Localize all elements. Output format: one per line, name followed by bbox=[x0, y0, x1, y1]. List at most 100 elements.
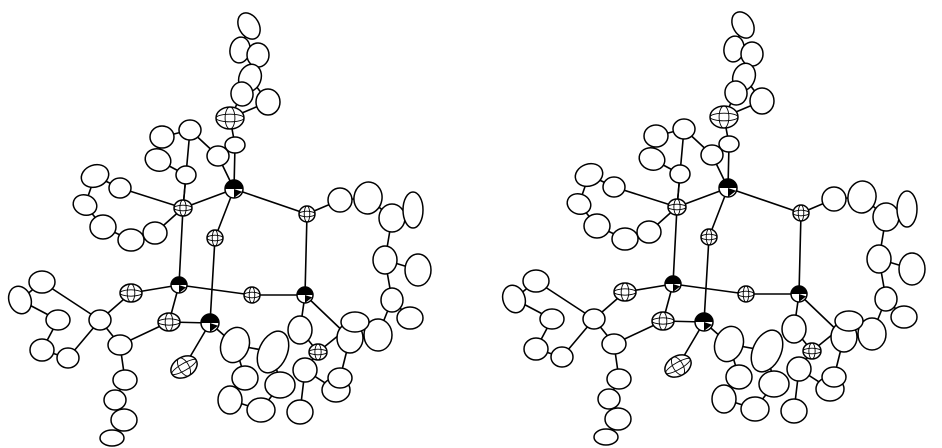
carbon-atom-ellipsoid bbox=[246, 397, 276, 423]
carbon-atom-ellipsoid bbox=[700, 144, 724, 166]
carbon-atom-ellipsoid bbox=[287, 315, 313, 345]
carbon-atom-ellipsoid bbox=[724, 80, 748, 106]
carbon-atom-ellipsoid bbox=[718, 135, 740, 153]
carbon-atom-ellipsoid bbox=[669, 164, 691, 184]
carbon-atom-ellipsoid bbox=[606, 368, 632, 390]
carbon-atom-ellipsoid bbox=[144, 147, 172, 173]
carbon-atom-ellipsoid bbox=[874, 286, 898, 312]
carbon-atom-ellipsoid bbox=[237, 12, 261, 40]
metal-atom-ellipsoid bbox=[296, 286, 314, 304]
carbon-atom-ellipsoid bbox=[110, 408, 138, 432]
carbon-atom-ellipsoid bbox=[601, 333, 627, 355]
carbon-atom-ellipsoid bbox=[539, 308, 565, 330]
bond bbox=[727, 187, 802, 214]
bond bbox=[672, 283, 747, 295]
carbon-atom-ellipsoid bbox=[636, 220, 662, 244]
carbon-atom-ellipsoid bbox=[501, 284, 527, 314]
carbon-atom-ellipsoid bbox=[230, 81, 254, 107]
heteroatom-ellipsoid bbox=[170, 355, 198, 379]
bond bbox=[178, 207, 184, 286]
carbon-atom-ellipsoid bbox=[396, 306, 424, 330]
heteroatom-ellipsoid bbox=[298, 205, 316, 223]
carbon-atom-ellipsoid bbox=[731, 11, 755, 39]
heteroatom-ellipsoid bbox=[206, 229, 224, 247]
carbon-atom-ellipsoid bbox=[56, 347, 80, 369]
carbon-atom-ellipsoid bbox=[593, 428, 619, 446]
carbon-atom-ellipsoid bbox=[88, 309, 112, 331]
carbon-atom-ellipsoid bbox=[602, 176, 626, 198]
carbon-atom-ellipsoid bbox=[821, 186, 847, 212]
carbon-atom-ellipsoid bbox=[866, 244, 892, 274]
carbon-atom-ellipsoid bbox=[566, 192, 592, 216]
heteroatom-ellipsoid bbox=[308, 343, 328, 361]
bond bbox=[703, 236, 710, 323]
carbon-atom-ellipsoid bbox=[750, 329, 784, 373]
carbon-atom-ellipsoid bbox=[89, 214, 117, 240]
carbon-atom-ellipsoid bbox=[896, 190, 918, 228]
carbon-atom-ellipsoid bbox=[872, 202, 900, 232]
heteroatom-ellipsoid bbox=[792, 204, 810, 222]
carbon-atom-ellipsoid bbox=[604, 407, 632, 431]
carbon-atom-ellipsoid bbox=[890, 305, 918, 329]
carbon-atom-ellipsoid bbox=[108, 177, 132, 199]
carbon-atom-ellipsoid bbox=[103, 389, 127, 411]
carbon-atom-ellipsoid bbox=[292, 357, 318, 383]
carbon-atom-ellipsoid bbox=[142, 221, 168, 245]
bond bbox=[672, 206, 678, 285]
carbon-atom-ellipsoid bbox=[112, 369, 138, 391]
carbon-atom-ellipsoid bbox=[246, 42, 270, 68]
carbon-atom-ellipsoid bbox=[522, 269, 550, 293]
carbon-atom-ellipsoid bbox=[380, 287, 404, 313]
carbon-atom-ellipsoid bbox=[231, 365, 259, 391]
carbon-atom-ellipsoid bbox=[206, 145, 230, 167]
carbon-atom-ellipsoid bbox=[582, 308, 606, 330]
carbon-atom-ellipsoid bbox=[117, 228, 145, 252]
heteroatom-ellipsoid bbox=[664, 354, 692, 378]
carbon-atom-ellipsoid bbox=[28, 270, 56, 294]
carbon-atom-ellipsoid bbox=[643, 124, 669, 148]
carbon-atom-ellipsoid bbox=[898, 252, 926, 286]
carbon-atom-ellipsoid bbox=[80, 163, 110, 189]
carbon-atom-ellipsoid bbox=[7, 285, 33, 315]
carbon-atom-ellipsoid bbox=[583, 213, 611, 239]
carbon-atom-ellipsoid bbox=[672, 118, 696, 140]
heteroatom-ellipsoid bbox=[243, 286, 261, 304]
carbon-atom-ellipsoid bbox=[72, 193, 98, 217]
metal-atom-ellipsoid bbox=[170, 276, 188, 294]
carbon-atom-ellipsoid bbox=[175, 165, 197, 185]
carbon-atom-ellipsoid bbox=[786, 356, 812, 382]
bond bbox=[304, 213, 308, 296]
stereo-view-left bbox=[7, 12, 432, 447]
carbon-atom-ellipsoid bbox=[847, 180, 877, 214]
carbon-atom-ellipsoid bbox=[256, 330, 290, 374]
carbon-atom-ellipsoid bbox=[353, 181, 383, 215]
carbon-atom-ellipsoid bbox=[611, 227, 639, 251]
carbon-atom-ellipsoid bbox=[224, 136, 246, 154]
carbon-atom-ellipsoid bbox=[780, 398, 808, 424]
carbon-atom-ellipsoid bbox=[758, 370, 790, 398]
carbon-atom-ellipsoid bbox=[378, 203, 406, 233]
carbon-atom-ellipsoid bbox=[149, 125, 175, 149]
carbon-atom-ellipsoid bbox=[713, 325, 745, 363]
heteroatom-ellipsoid bbox=[173, 199, 193, 217]
carbon-atom-ellipsoid bbox=[597, 388, 621, 410]
metal-atom-ellipsoid bbox=[664, 275, 682, 293]
carbon-atom-ellipsoid bbox=[574, 162, 604, 188]
carbon-atom-ellipsoid bbox=[711, 384, 737, 414]
carbon-atom-ellipsoid bbox=[781, 314, 807, 344]
stereo-view-right bbox=[501, 11, 926, 446]
bond bbox=[798, 212, 802, 295]
carbon-atom-ellipsoid bbox=[821, 366, 847, 388]
carbon-atom-ellipsoid bbox=[264, 371, 296, 399]
heteroatom-ellipsoid bbox=[157, 312, 181, 332]
carbon-atom-ellipsoid bbox=[638, 146, 666, 172]
carbon-atom-ellipsoid bbox=[857, 317, 887, 351]
carbon-atom-ellipsoid bbox=[217, 385, 243, 415]
carbon-atom-ellipsoid bbox=[340, 311, 370, 333]
carbon-atom-ellipsoid bbox=[740, 41, 764, 67]
carbon-atom-ellipsoid bbox=[107, 334, 133, 356]
bond bbox=[233, 188, 308, 215]
carbon-atom-ellipsoid bbox=[404, 253, 432, 287]
heteroatom-ellipsoid bbox=[737, 285, 755, 303]
